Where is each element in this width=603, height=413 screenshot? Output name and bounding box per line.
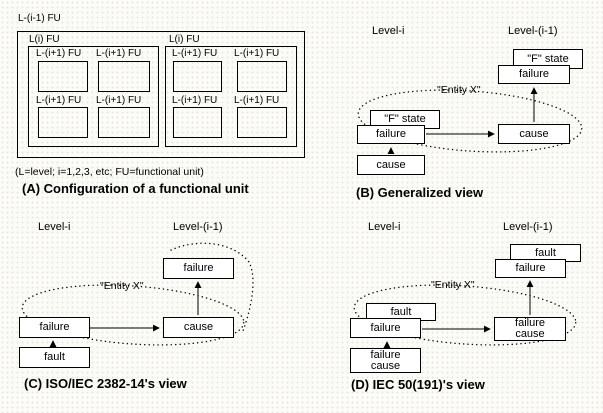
panel-b-failure-box-left: failure — [357, 125, 425, 144]
panel-d-failure-text: failure — [515, 262, 546, 274]
panel-d-failure-cause-line1: failure — [515, 317, 545, 329]
panel-c-fault-text: fault — [44, 351, 65, 363]
panel-a-cell-label: L-(i+1) FU — [234, 95, 280, 106]
panel-c-level-right-label: Level-(i-1) — [173, 221, 223, 233]
panel-a-cell-label: L-(i+1) FU — [172, 95, 218, 106]
panel-a-outer-label: L-(i-1) FU — [18, 13, 61, 24]
panel-b-cause-box-left: cause — [357, 155, 425, 175]
panel-a-cell-label: L-(i+1) FU — [172, 48, 218, 59]
panel-d-caption: (D) IEC 50(191)'s view — [351, 377, 485, 392]
panel-d-level-left-label: Level-i — [368, 221, 401, 233]
panel-b-caption: (B) Generalized view — [356, 185, 484, 200]
panel-b-f-state-text: "F" state — [384, 113, 426, 125]
panel-c-failure-text: failure — [183, 262, 214, 274]
panel-d-failure-cause-line2: cause — [515, 328, 545, 340]
panel-a-group1-box — [28, 46, 159, 147]
panel-a-cell-box — [173, 61, 222, 92]
panel-d-fault-text: fault — [535, 246, 556, 259]
panel-b-failure-text: failure — [519, 68, 549, 80]
panel-b-cause-box-right: cause — [498, 124, 570, 144]
panel-a-group1-label: L(i) FU — [29, 34, 60, 45]
panel-c-cause-text: cause — [183, 321, 214, 333]
panel-c-cause-box: cause — [163, 317, 234, 338]
panel-d-failure-box-top: failure — [495, 259, 566, 278]
panel-a-cell-label: L-(i+1) FU — [36, 95, 82, 106]
panel-a-cell-box — [38, 107, 88, 138]
panel-a-cell-box — [98, 61, 150, 92]
panel-c-failure-text: failure — [39, 321, 70, 333]
panel-d-failure-cause-line2: cause — [370, 359, 401, 372]
panel-a-group2-box — [165, 46, 297, 147]
panel-c-fault-box: fault — [19, 347, 90, 368]
panel-c-caption: (C) ISO/IEC 2382-14's view — [24, 376, 187, 391]
panel-b-failure-box-right: failure — [498, 65, 570, 84]
panel-b-level-right-label: Level-(i-1) — [508, 25, 558, 37]
panel-b-entity-x-label: "Entity X" — [437, 84, 481, 96]
panel-a-cell-box — [98, 107, 150, 138]
panel-b-level-left-label: Level-i — [372, 25, 405, 37]
panel-a-cell-box — [38, 61, 88, 92]
panel-a-group2-label: L(i) FU — [169, 34, 200, 45]
panel-a-cell-label: L-(i+1) FU — [96, 95, 142, 106]
entity-x-ellipse-d — [353, 284, 577, 346]
panel-c-failure-box-left: failure — [19, 317, 90, 338]
entity-x-ellipse-c — [21, 284, 245, 346]
panel-d-entity-x-label: "Entity X" — [431, 279, 475, 291]
panel-a-cell-label: L-(i+1) FU — [234, 48, 280, 59]
panel-a-caption: (A) Configuration of a functional unit — [22, 181, 249, 196]
panel-a-cell-box — [173, 107, 222, 138]
panel-a-legend: (L=level; i=1,2,3, etc; FU=functional un… — [15, 166, 204, 178]
panel-d-failure-box-left: failure — [350, 318, 421, 338]
panel-a-cell-box — [237, 61, 287, 92]
panel-b-f-state-text: "F" state — [527, 52, 569, 65]
entity-x-ellipse-b — [357, 89, 583, 153]
panel-b-cause-text: cause — [376, 158, 406, 171]
level-boundary-arc-c — [170, 242, 254, 332]
panel-b-failure-text: failure — [376, 128, 406, 140]
panel-c-failure-box-top: failure — [163, 258, 234, 279]
panel-a-cell-label: L-(i+1) FU — [36, 48, 82, 59]
panel-d-failure-cause-box-right: failure cause — [494, 317, 566, 341]
panel-d-failure-cause-box-left: failure cause — [350, 348, 421, 373]
panel-c-level-left-label: Level-i — [38, 221, 71, 233]
panel-d-failure-cause-line1: failure — [370, 348, 401, 361]
panel-a-cell-label: L-(i+1) FU — [96, 48, 142, 59]
panel-d-level-right-label: Level-(i-1) — [503, 221, 553, 233]
panel-d-failure-text: failure — [370, 321, 401, 334]
panel-d-fault-text: fault — [390, 305, 412, 318]
panel-b-cause-text: cause — [519, 127, 549, 140]
panel-a-outer-box — [17, 31, 305, 158]
panel-c-entity-x-label: "Entity X" — [100, 280, 144, 292]
panel-a-cell-box — [237, 107, 287, 138]
